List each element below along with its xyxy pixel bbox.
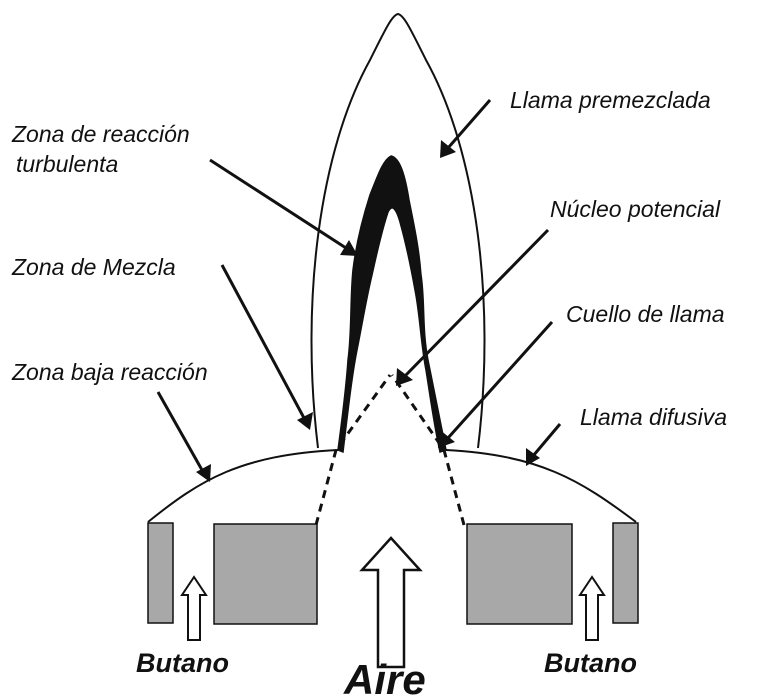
label-cuello-llama: Cuello de llama (566, 301, 725, 327)
burner-block-left-outer (147, 522, 174, 624)
arrow-llama-premezclada (440, 99, 492, 158)
label-butano-left: Butano (136, 648, 229, 678)
burner-block-right-outer (612, 522, 639, 624)
label-zona-mezcla: Zona de Mezcla (11, 254, 176, 280)
label-zona-baja: Zona baja reacción (11, 359, 208, 385)
arrow-zona-mezcla (220, 264, 313, 430)
label-nucleo-potencial: Núcleo potencial (550, 196, 721, 222)
air-arrow (359, 536, 423, 669)
label-aire: Aire (343, 656, 426, 699)
label-zona-reaccion-line2: turbulenta (16, 151, 118, 177)
arrow-nucleo-potencial (396, 228, 550, 386)
butane-arrow-left (180, 575, 208, 641)
burner-block-right-inner (466, 523, 573, 625)
diffusion-flame-right (445, 449, 637, 523)
arrow-cuello-llama (438, 320, 554, 448)
arrow-llama-difusiva (526, 423, 562, 466)
label-llama-premezclada: Llama premezclada (510, 87, 711, 113)
arrow-zona-baja (156, 391, 211, 482)
label-zona-reaccion-line1: Zona de reacción (11, 121, 190, 147)
butane-arrow-right (578, 575, 606, 641)
potential-core-right-dash (390, 374, 466, 526)
premixed-flame-envelope (310, 12, 486, 449)
label-llama-difusiva: Llama difusiva (580, 404, 727, 430)
turbulent-reaction-zone (337, 155, 447, 454)
diffusion-flame-left (147, 449, 339, 523)
arrow-zona-reaccion (209, 158, 358, 256)
burner-block-left-inner (213, 523, 318, 625)
label-butano-right: Butano (544, 648, 637, 678)
